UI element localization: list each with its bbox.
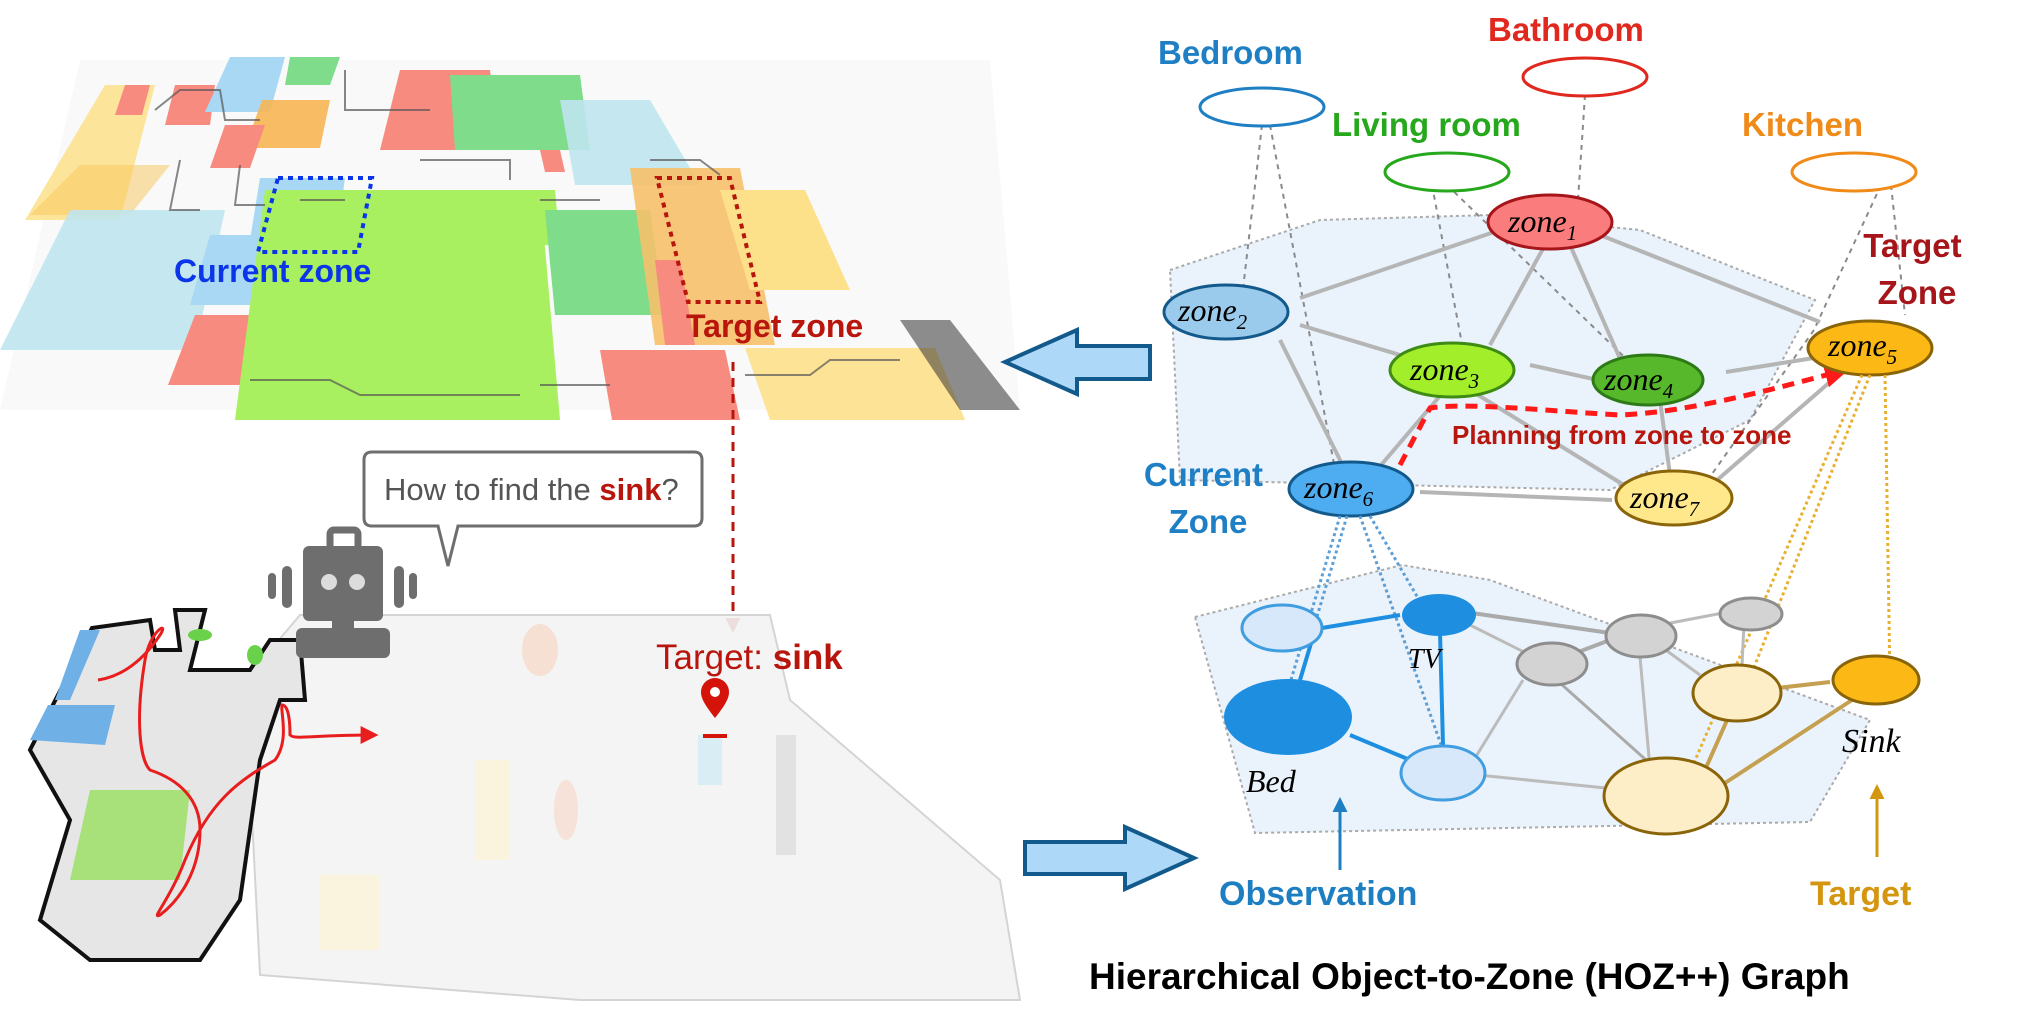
object-node-candidate[interactable] <box>1602 756 1730 836</box>
arrow-right <box>1023 823 1199 893</box>
zone-patch-red <box>165 85 215 125</box>
room-living-room: Living room <box>1332 106 1521 193</box>
zone-patch-yellow <box>30 165 170 215</box>
zone-patch-green <box>450 75 590 150</box>
room-kitchen: Kitchen <box>1742 106 1918 193</box>
zone-patch-green <box>545 210 665 315</box>
zone-patch-blue-light <box>0 210 225 350</box>
object-label-sink: Sink <box>1842 723 1901 760</box>
object-node-bed[interactable] <box>1224 679 1352 755</box>
zone-node-2[interactable]: zone2 <box>1162 283 1290 341</box>
faded-object <box>320 875 380 950</box>
svg-text:Bedroom: Bedroom <box>1158 34 1303 71</box>
object-node-observed[interactable] <box>1240 603 1324 653</box>
target-links <box>1678 374 1892 796</box>
zone-patch-blue <box>205 57 285 112</box>
robot-trajectory <box>97 626 379 918</box>
observation-links <box>1283 515 1452 771</box>
observation-label: Observation <box>1219 875 1417 913</box>
zone-patch-blue-light <box>560 100 700 185</box>
explored-green-patch <box>247 645 263 665</box>
graph-target-zone-label: Target Zone <box>1863 227 1971 311</box>
planning-path <box>1397 363 1850 467</box>
object-node-tv[interactable] <box>1402 594 1476 636</box>
svg-text:zone4: zone4 <box>1603 361 1674 403</box>
svg-text:Bathroom: Bathroom <box>1488 11 1644 48</box>
zone-patch-blue <box>190 235 265 305</box>
zone-patch-red <box>115 85 150 115</box>
explored-green-patch <box>188 629 212 641</box>
svg-text:zone2: zone2 <box>1177 292 1248 334</box>
explored-green-patch <box>70 790 190 880</box>
zone-patch-lime <box>235 190 560 420</box>
zone-patch-red <box>600 350 740 420</box>
target-sink-label: Target: sink <box>656 638 843 677</box>
zone-node-4[interactable]: zone4 <box>1591 353 1705 407</box>
svg-text:zone7: zone7 <box>1629 479 1701 521</box>
faded-shelf <box>776 735 796 855</box>
svg-text:Living room: Living room <box>1332 106 1521 143</box>
zone-map-top: Current zone Target zone <box>0 57 1020 633</box>
object-label-bed: Bed <box>1246 763 1297 799</box>
planning-label: Planning from zone to zone <box>1452 420 1791 450</box>
object-node-unknown[interactable] <box>1515 641 1589 687</box>
zone-patch-red <box>655 260 695 345</box>
faded-object <box>554 780 578 840</box>
current-zone-box <box>255 176 375 254</box>
zone-patch-red <box>540 150 565 172</box>
zone-patch-yellow <box>745 348 965 420</box>
svg-text:zone3: zone3 <box>1409 351 1479 393</box>
zone-patch-green <box>285 57 340 85</box>
speech-bubble-text: How to find the sink? <box>384 472 679 507</box>
zone-edges <box>1278 228 1840 502</box>
zone-patch-red <box>168 315 260 385</box>
map-walls <box>154 70 900 396</box>
speech-bubble: How to find the sink? <box>362 450 704 567</box>
explored-blue-patch <box>55 630 100 700</box>
zone-node-1[interactable]: zone1 <box>1486 193 1614 251</box>
object-node-observed[interactable] <box>1399 744 1487 802</box>
object-label-tv: TV <box>1408 644 1444 675</box>
faded-sink-area <box>698 735 722 785</box>
zone-patch-orange <box>245 100 330 148</box>
object-edges <box>1298 610 1854 792</box>
object-node-unknown[interactable] <box>1718 596 1784 632</box>
zone-node-6[interactable]: zone6 <box>1287 460 1415 518</box>
svg-text:zone6: zone6 <box>1303 469 1374 511</box>
zone-node-3[interactable]: zone3 <box>1388 341 1516 399</box>
svg-text:zone5: zone5 <box>1827 327 1897 369</box>
location-pin-icon <box>701 678 729 738</box>
hoz-graph: Planning from zone to zone Bedroom Bathr… <box>1144 11 1971 913</box>
object-node-candidate[interactable] <box>1691 663 1783 723</box>
room-bathroom: Bathroom <box>1488 11 1649 98</box>
target-zone-label: Target zone <box>686 308 863 344</box>
target-zone-box <box>654 176 763 304</box>
zone-node-5[interactable]: zone5 <box>1806 319 1934 377</box>
explored-blue-patch <box>30 705 115 745</box>
room-bedroom: Bedroom <box>1158 34 1326 128</box>
object-node-sink[interactable] <box>1831 654 1921 706</box>
faded-object <box>522 624 558 676</box>
zone-patch-dark-stripe <box>900 320 1020 410</box>
target-label: Target <box>1810 875 1911 913</box>
robot-icon <box>268 526 417 658</box>
object-node-unknown[interactable] <box>1604 613 1678 659</box>
zone-patch-red <box>210 125 265 168</box>
graph-title: Hierarchical Object-to-Zone (HOZ++) Grap… <box>1089 956 1850 997</box>
arrow-left <box>1000 326 1152 398</box>
zone-patch-lime <box>470 190 560 245</box>
exploration-map-bottom <box>27 608 1022 1001</box>
svg-text:Kitchen: Kitchen <box>1742 106 1863 143</box>
faded-object <box>475 760 510 860</box>
zone-node-7[interactable]: zone7 <box>1614 469 1734 527</box>
current-zone-label: Current zone <box>174 253 371 289</box>
svg-text:zone1: zone1 <box>1507 203 1577 245</box>
graph-current-zone-label: Current Zone <box>1144 456 1272 540</box>
